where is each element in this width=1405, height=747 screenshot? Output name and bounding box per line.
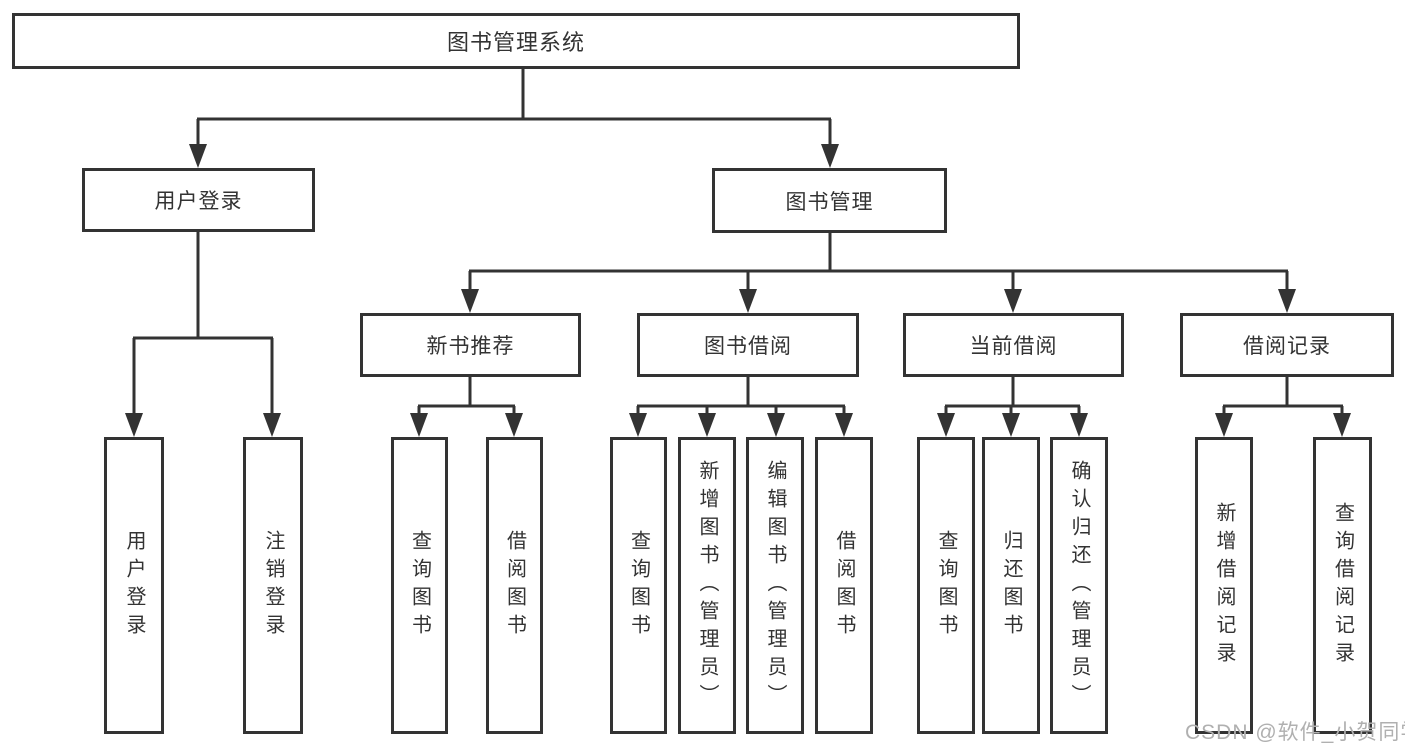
- leaf-label: 借阅图书: [503, 529, 526, 642]
- node-book-borrow: 图书借阅: [637, 313, 859, 377]
- leaf-label: 查询图书: [408, 529, 431, 642]
- leaf-add-books-admin: 新增图书（管理员）: [678, 437, 736, 734]
- leaf-label: 查询图书: [935, 529, 957, 642]
- leaf-label: 确认归还（管理员）: [1068, 459, 1090, 712]
- node-borrow-records: 借阅记录: [1180, 313, 1394, 377]
- node-book-management: 图书管理: [712, 168, 947, 233]
- leaf-query-borrow-record: 查询借阅记录: [1313, 437, 1372, 734]
- leaf-label: 编辑图书（管理员）: [764, 459, 786, 712]
- leaf-label: 用户登录: [123, 529, 145, 642]
- arrowhead-icons: [125, 144, 1351, 437]
- leaf-confirm-return-admin: 确认归还（管理员）: [1050, 437, 1108, 734]
- leaf-label: 借阅图书: [833, 529, 855, 642]
- leaf-label: 归还图书: [1000, 529, 1022, 642]
- node-new-book-recommend: 新书推荐: [360, 313, 581, 377]
- leaf-query-books-2: 查询图书: [610, 437, 667, 734]
- leaf-query-books-1: 查询图书: [391, 437, 448, 734]
- leaf-query-books-3: 查询图书: [917, 437, 975, 734]
- leaf-label: 查询借阅记录: [1331, 501, 1354, 670]
- leaf-add-borrow-record: 新增借阅记录: [1195, 437, 1253, 734]
- leaf-label: 新增图书（管理员）: [696, 459, 718, 712]
- leaf-edit-books-admin: 编辑图书（管理员）: [746, 437, 804, 734]
- node-current-borrow: 当前借阅: [903, 313, 1124, 377]
- leaf-logout: 注销登录: [243, 437, 303, 734]
- leaf-label: 注销登录: [262, 529, 284, 642]
- leaf-borrow-books-2: 借阅图书: [815, 437, 873, 734]
- leaf-label: 新增借阅记录: [1213, 501, 1235, 670]
- node-user-login: 用户登录: [82, 168, 315, 232]
- leaf-user-login: 用户登录: [104, 437, 164, 734]
- leaf-label: 查询图书: [627, 529, 650, 642]
- csdn-watermark: CSDN @软件_小贺同学: [1185, 721, 1405, 744]
- node-library-management-system: 图书管理系统: [12, 13, 1020, 69]
- leaf-return-books: 归还图书: [982, 437, 1040, 734]
- leaf-borrow-books-1: 借阅图书: [486, 437, 543, 734]
